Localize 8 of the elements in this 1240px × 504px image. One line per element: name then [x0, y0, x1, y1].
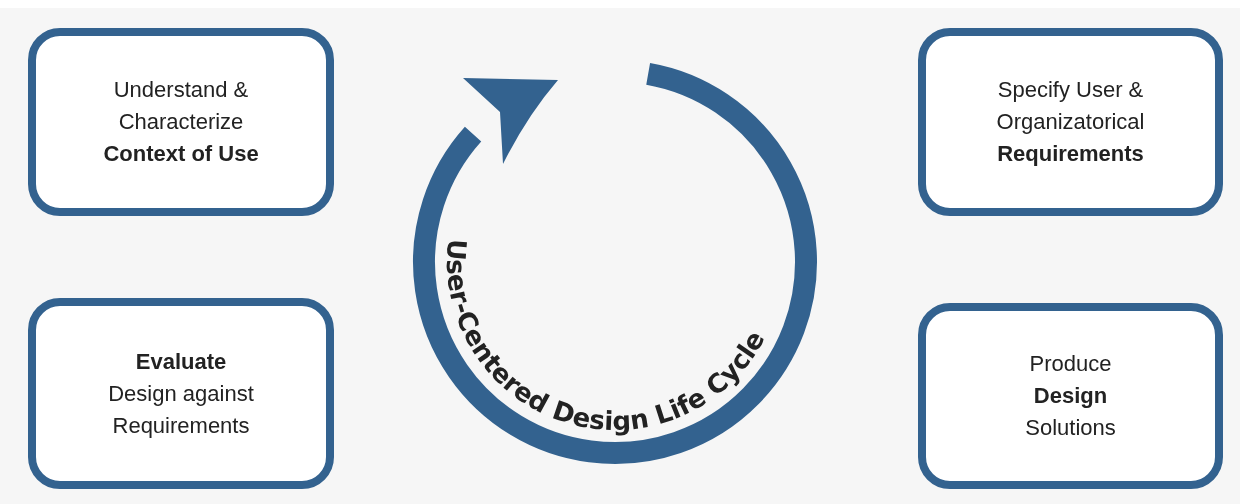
box-text: Evaluate Design against Requirements: [107, 347, 255, 440]
box-text: Produce Design Solutions: [1025, 350, 1116, 442]
process-box: [918, 28, 1223, 216]
box-text: Specify User & Organizatorical Requirements: [995, 76, 1146, 168]
box-text: Understand & Characterize Context of Use: [102, 76, 260, 168]
process-box: [918, 303, 1223, 489]
process-box: [28, 298, 334, 489]
process-box: [28, 28, 334, 216]
